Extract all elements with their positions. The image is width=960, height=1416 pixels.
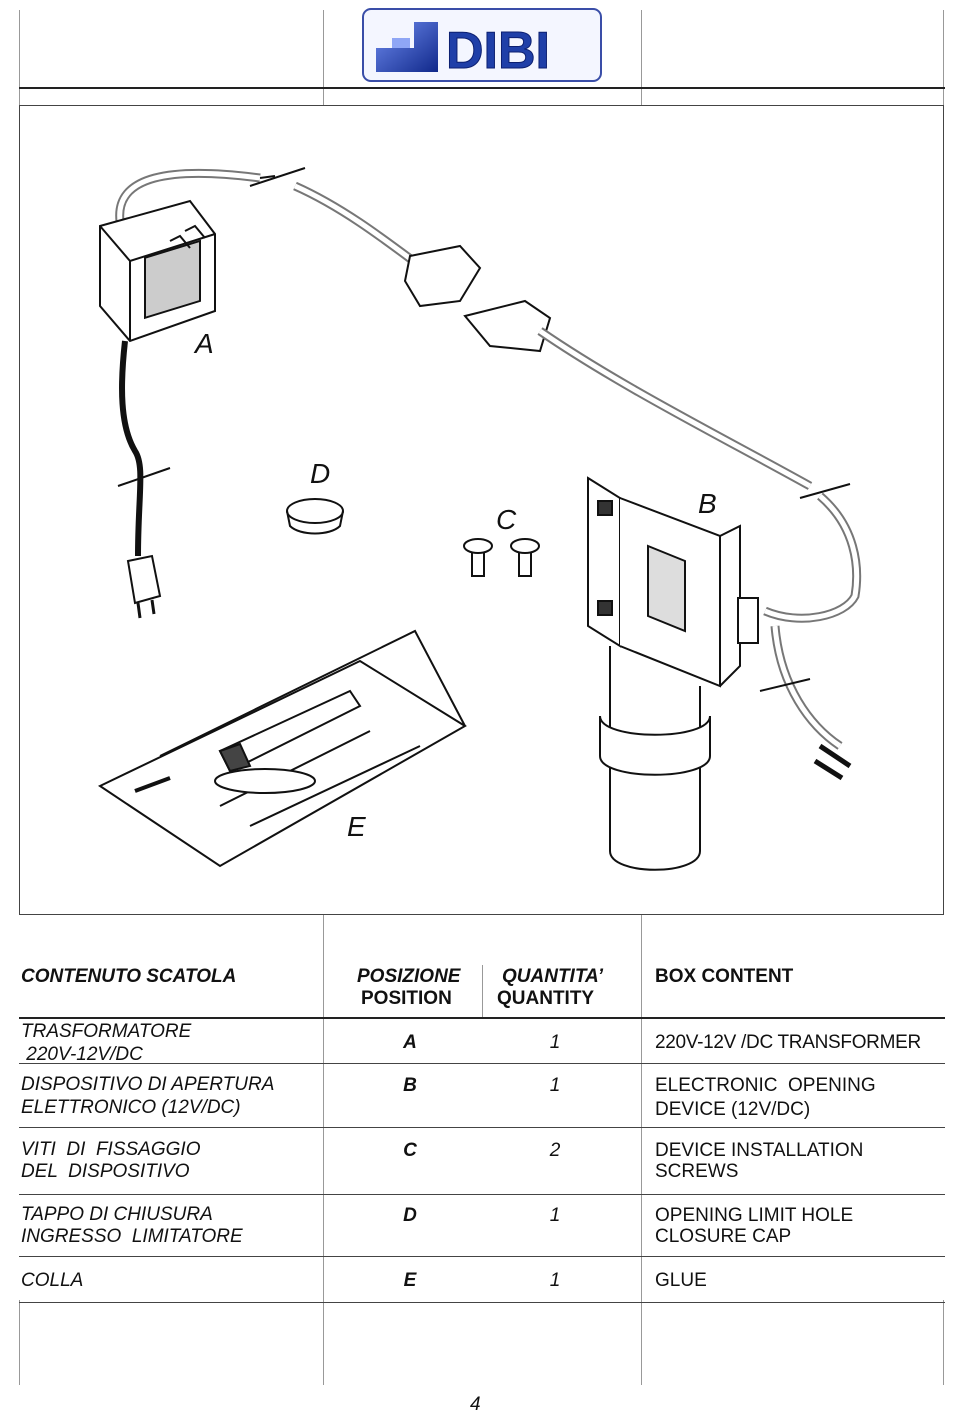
- row-e-quantity: 1: [549, 1270, 561, 1291]
- page-border-right: [943, 10, 944, 106]
- figure-label-b: B: [698, 488, 717, 519]
- header-contenuto: CONTENUTO SCATOLA: [21, 966, 237, 987]
- column-divider: [323, 10, 324, 106]
- header-posizione: POSIZIONE: [357, 966, 461, 987]
- figure-label-c: C: [496, 504, 517, 535]
- row-d-en-line2: CLOSURE CAP: [655, 1226, 792, 1247]
- row-e-position: E: [403, 1270, 417, 1291]
- row-c-en-line2: SCREWS: [655, 1161, 739, 1182]
- header-quantity: QUANTITY: [497, 988, 595, 1009]
- row-e-en-line1: GLUE: [655, 1270, 707, 1291]
- row-a-en-line1: 220V-12V /DC TRANSFORMER: [655, 1032, 921, 1053]
- row-d-quantity: 1: [549, 1205, 561, 1226]
- row-b-it-line1: DISPOSITIVO DI APERTURA: [21, 1074, 275, 1095]
- header-quantita: QUANTITA’: [502, 966, 603, 987]
- row-b-en-line2: DEVICE (12V/DC): [655, 1099, 811, 1120]
- row-c-it-line1: VITI DI FISSAGGIO: [21, 1139, 201, 1160]
- logo-text: DIBI: [446, 22, 550, 80]
- exploded-view-figure: A D C B E: [19, 105, 944, 915]
- header-position: POSITION: [361, 988, 452, 1009]
- figure-label-d: D: [310, 458, 331, 489]
- row-a-position: A: [403, 1032, 417, 1053]
- row-c-position: C: [403, 1140, 417, 1161]
- row-divider: [19, 1302, 945, 1303]
- row-d-en-line1: OPENING LIMIT HOLE: [655, 1205, 854, 1226]
- row-e-it-line1: COLLA: [21, 1270, 84, 1291]
- row-b-en-line1: ELECTRONIC OPENING: [655, 1075, 876, 1096]
- table-column-divider: [323, 915, 324, 1385]
- row-divider: [19, 1127, 945, 1128]
- row-c-en-line1: DEVICE INSTALLATION: [655, 1140, 864, 1161]
- header-box-content: BOX CONTENT: [655, 966, 794, 987]
- figure-label-a: A: [195, 328, 214, 359]
- dibi-logo: DIBI: [362, 8, 602, 82]
- row-b-position: B: [403, 1075, 417, 1096]
- row-d-it-line1: TAPPO DI CHIUSURA: [21, 1204, 213, 1225]
- table-border-left: [19, 1300, 20, 1385]
- row-divider: [19, 1194, 945, 1195]
- row-b-it-line2: ELETTRONICO (12V/DC): [21, 1097, 241, 1118]
- row-a-it-line1: TRASFORMATORE: [21, 1021, 192, 1042]
- row-b-quantity: 1: [549, 1075, 561, 1096]
- page-border-left: [19, 10, 20, 106]
- row-c-quantity: 2: [549, 1140, 561, 1161]
- header-rule-table: [19, 1017, 945, 1019]
- row-a-quantity: 1: [549, 1032, 561, 1053]
- row-d-it-line2: INGRESSO LIMITATORE: [21, 1226, 243, 1247]
- table-column-divider: [641, 915, 642, 1385]
- table-border-right: [943, 1300, 944, 1385]
- header-rule: [19, 87, 945, 89]
- header-divider-pos-qty: [482, 965, 483, 1017]
- column-divider: [641, 10, 642, 106]
- row-c-it-line2: DEL DISPOSITIVO: [21, 1161, 190, 1182]
- row-divider: [19, 1256, 945, 1257]
- row-divider: [19, 1063, 945, 1064]
- page-number: 4: [470, 1394, 481, 1415]
- row-d-position: D: [403, 1205, 417, 1226]
- row-a-it-line2: 220V-12V/DC: [21, 1044, 143, 1065]
- figure-label-e: E: [347, 811, 366, 842]
